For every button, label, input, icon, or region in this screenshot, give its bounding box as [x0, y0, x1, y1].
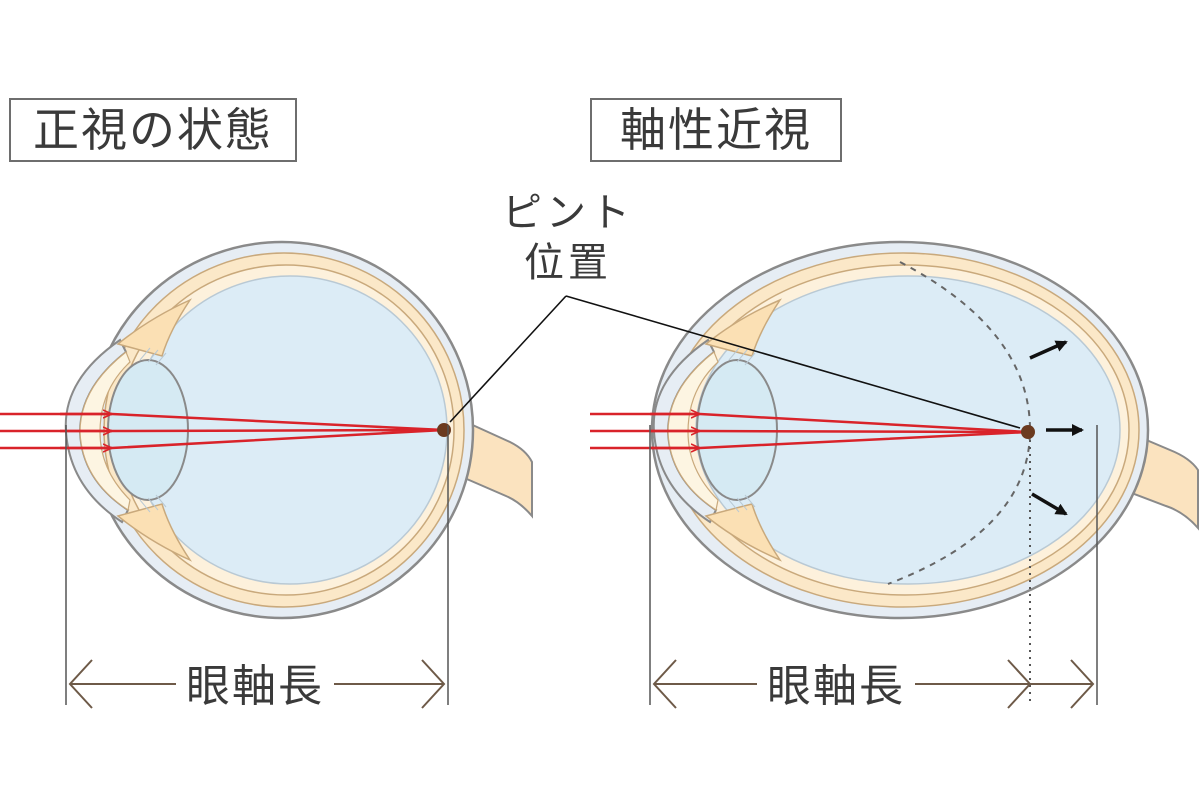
axial-length-guides	[65, 425, 1098, 705]
focus-position-label-line2: 位置	[524, 240, 612, 286]
axial-length-label-myopia: 眼軸長	[757, 662, 915, 712]
elongation-arrow-bottom	[1031, 492, 1068, 516]
axial-length-label-normal: 眼軸長	[176, 662, 334, 712]
zonule-fibers	[139, 347, 167, 513]
myopic-eye	[650, 240, 1199, 620]
anterior-chamber	[79, 351, 131, 511]
normal-retina-outline	[887, 261, 1032, 585]
light-rays-myopia	[590, 414, 1029, 448]
title-normal-vision: 正視の状態	[9, 98, 297, 162]
ciliary-body-bottom	[116, 503, 193, 562]
elongation-arrow-top	[1029, 340, 1068, 360]
ciliary-body-bottom	[704, 503, 783, 562]
focus-position-label-line1: ピント	[502, 190, 634, 236]
focus-pointer-lines	[449, 295, 1021, 429]
light-rays-normal	[0, 414, 445, 448]
anterior-chamber	[667, 351, 719, 511]
zonule-fibers	[728, 347, 756, 513]
focal-point-normal	[437, 423, 451, 437]
focal-point-myopia	[1021, 425, 1035, 439]
ciliary-body-top	[116, 298, 193, 357]
title-axial-myopia: 軸性近視	[590, 98, 842, 162]
